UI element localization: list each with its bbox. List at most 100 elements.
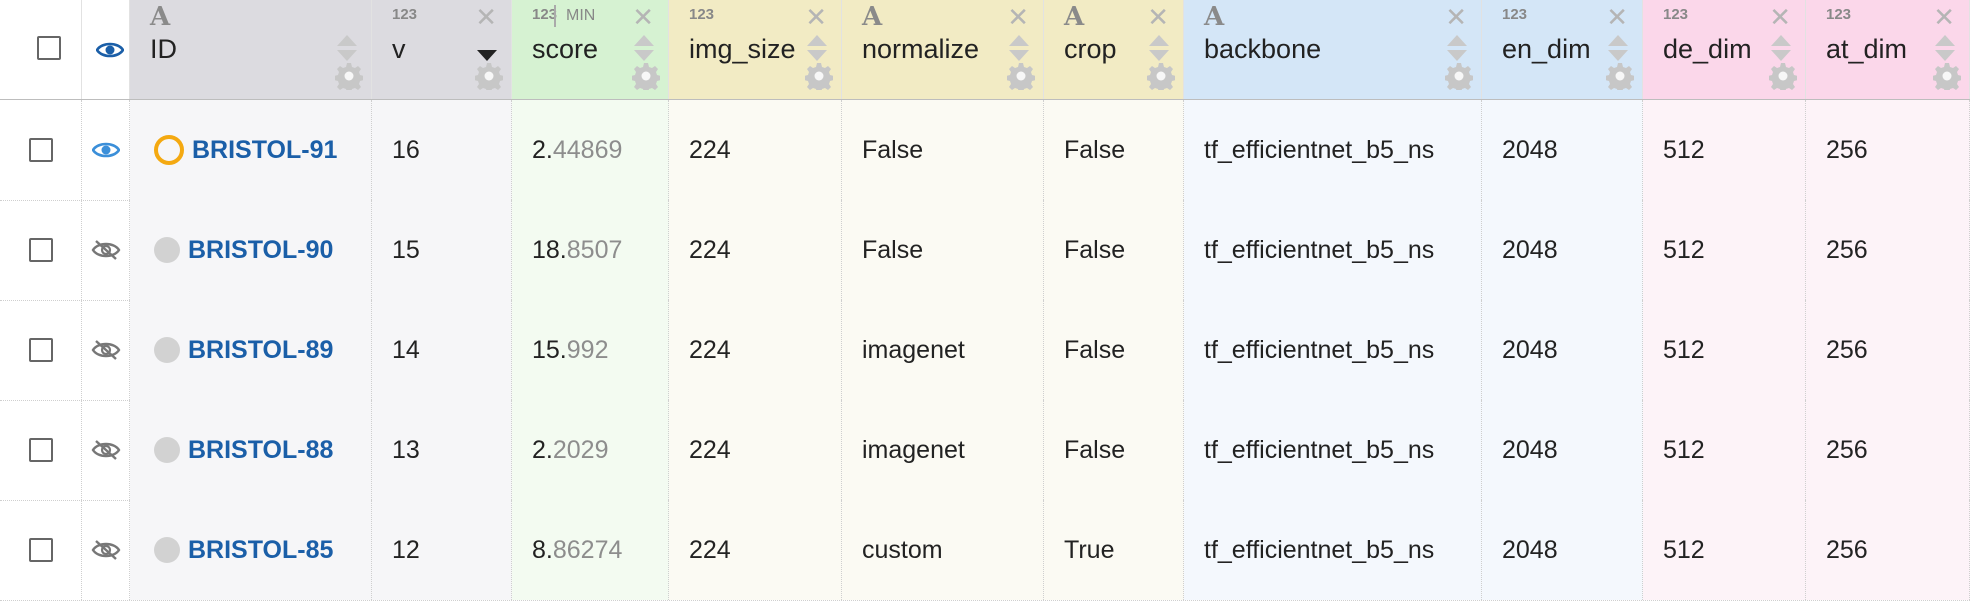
sort-icon[interactable] (337, 35, 357, 61)
backbone-cell: tf_efficientnet_b5_ns (1184, 500, 1482, 600)
column-header-crop[interactable]: A ✕ crop (1044, 0, 1184, 99)
row-checkbox[interactable] (28, 338, 53, 362)
column-header-score[interactable]: 123 MIN ✕ score (512, 0, 669, 99)
sort-icon[interactable] (1009, 35, 1029, 61)
remove-column-icon[interactable]: ✕ (1933, 2, 1955, 32)
sort-icon[interactable] (1771, 35, 1791, 61)
gear-icon[interactable] (1147, 62, 1175, 90)
normalize-cell: False (842, 200, 1044, 300)
remove-column-icon[interactable]: ✕ (805, 2, 827, 32)
remove-column-icon[interactable]: ✕ (632, 2, 654, 32)
select-cell (0, 200, 82, 300)
backbone-value: tf_efficientnet_b5_ns (1204, 435, 1435, 464)
remove-column-icon[interactable]: ✕ (1147, 2, 1169, 32)
gear-icon[interactable] (475, 62, 503, 90)
sort-icon[interactable] (634, 35, 654, 61)
run-id-link[interactable]: BRISTOL-85 (188, 535, 334, 564)
sort-desc-icon[interactable] (477, 35, 497, 61)
column-header-v[interactable]: 123 ✕ v (372, 0, 512, 99)
column-header-de-dim[interactable]: 123 ✕ de_dim (1643, 0, 1806, 99)
score-cell: 2.2029 (512, 400, 669, 500)
backbone-value: tf_efficientnet_b5_ns (1204, 135, 1435, 164)
run-id-link[interactable]: BRISTOL-91 (192, 135, 338, 164)
eye-off-icon[interactable] (91, 438, 121, 462)
gear-icon[interactable] (1933, 62, 1961, 90)
eye-icon[interactable] (91, 140, 120, 160)
text-type-icon: A (1064, 2, 1085, 32)
row-checkbox[interactable] (28, 238, 53, 262)
sort-icon[interactable] (1149, 35, 1169, 61)
column-title: backbone (1204, 34, 1322, 64)
select-cell (0, 500, 82, 600)
remove-column-icon[interactable]: ✕ (1007, 2, 1029, 32)
at-dim-value: 256 (1826, 235, 1868, 264)
gear-icon[interactable] (335, 62, 363, 90)
text-type-icon: A (862, 2, 883, 32)
number-type-icon: 123 (392, 6, 418, 23)
select-all-checkbox[interactable] (37, 36, 61, 60)
v-cell: 13 (372, 400, 512, 500)
en-dim-value: 2048 (1502, 235, 1558, 264)
column-header-normalize[interactable]: A ✕ normalize (842, 0, 1044, 99)
row-checkbox[interactable] (28, 138, 53, 162)
run-id-link[interactable]: BRISTOL-88 (188, 435, 334, 464)
gear-icon[interactable] (1445, 62, 1473, 90)
visibility-cell (82, 300, 130, 400)
column-title: img_size (689, 34, 796, 64)
at-dim-value: 256 (1826, 135, 1868, 164)
sort-icon[interactable] (1608, 35, 1628, 61)
eye-icon[interactable] (96, 40, 124, 60)
score-integer: 18. (532, 235, 567, 264)
v-value: 14 (392, 335, 420, 364)
sort-icon[interactable] (807, 35, 827, 61)
eye-off-icon[interactable] (91, 238, 121, 262)
gear-icon[interactable] (1769, 62, 1797, 90)
run-id-link[interactable]: BRISTOL-90 (188, 235, 334, 264)
at-dim-value: 256 (1826, 435, 1868, 464)
gear-icon[interactable] (1606, 62, 1634, 90)
column-header-img-size[interactable]: 123 ✕ img_size (669, 0, 842, 99)
remove-column-icon[interactable]: ✕ (1445, 2, 1467, 32)
remove-column-icon[interactable]: ✕ (1769, 2, 1791, 32)
v-cell: 14 (372, 300, 512, 400)
column-header-backbone[interactable]: A ✕ backbone (1184, 0, 1482, 99)
number-type-icon: 123 (689, 6, 715, 23)
row-checkbox[interactable] (28, 438, 53, 462)
column-header-id[interactable]: A ID (130, 0, 372, 99)
remove-column-icon[interactable]: ✕ (475, 2, 497, 32)
crop-cell: True (1044, 500, 1184, 600)
at-dim-cell: 256 (1806, 300, 1970, 400)
remove-column-icon[interactable]: ✕ (1606, 2, 1628, 32)
img-size-cell: 224 (669, 300, 842, 400)
normalize-cell: imagenet (842, 300, 1044, 400)
sort-icon[interactable] (1935, 35, 1955, 61)
crop-cell: False (1044, 200, 1184, 300)
crop-value: True (1064, 535, 1115, 564)
backbone-cell: tf_efficientnet_b5_ns (1184, 400, 1482, 500)
at-dim-cell: 256 (1806, 400, 1970, 500)
gear-icon[interactable] (805, 62, 833, 90)
run-id-link[interactable]: BRISTOL-89 (188, 335, 334, 364)
column-title: at_dim (1826, 34, 1908, 64)
v-value: 16 (392, 135, 420, 164)
row-checkbox[interactable] (28, 538, 53, 562)
backbone-value: tf_efficientnet_b5_ns (1204, 235, 1435, 264)
sort-icon[interactable] (1447, 35, 1467, 61)
column-title: ID (150, 34, 177, 64)
en-dim-cell: 2048 (1482, 400, 1643, 500)
img-size-cell: 224 (669, 500, 842, 600)
column-header-at-dim[interactable]: 123 ✕ at_dim (1806, 0, 1970, 99)
column-title: normalize (862, 34, 980, 64)
score-cell: 15.992 (512, 300, 669, 400)
eye-off-icon[interactable] (91, 338, 121, 362)
gear-icon[interactable] (632, 62, 660, 90)
column-header-en-dim[interactable]: 123 ✕ en_dim (1482, 0, 1643, 99)
eye-off-icon[interactable] (91, 538, 121, 562)
gear-icon[interactable] (1007, 62, 1035, 90)
